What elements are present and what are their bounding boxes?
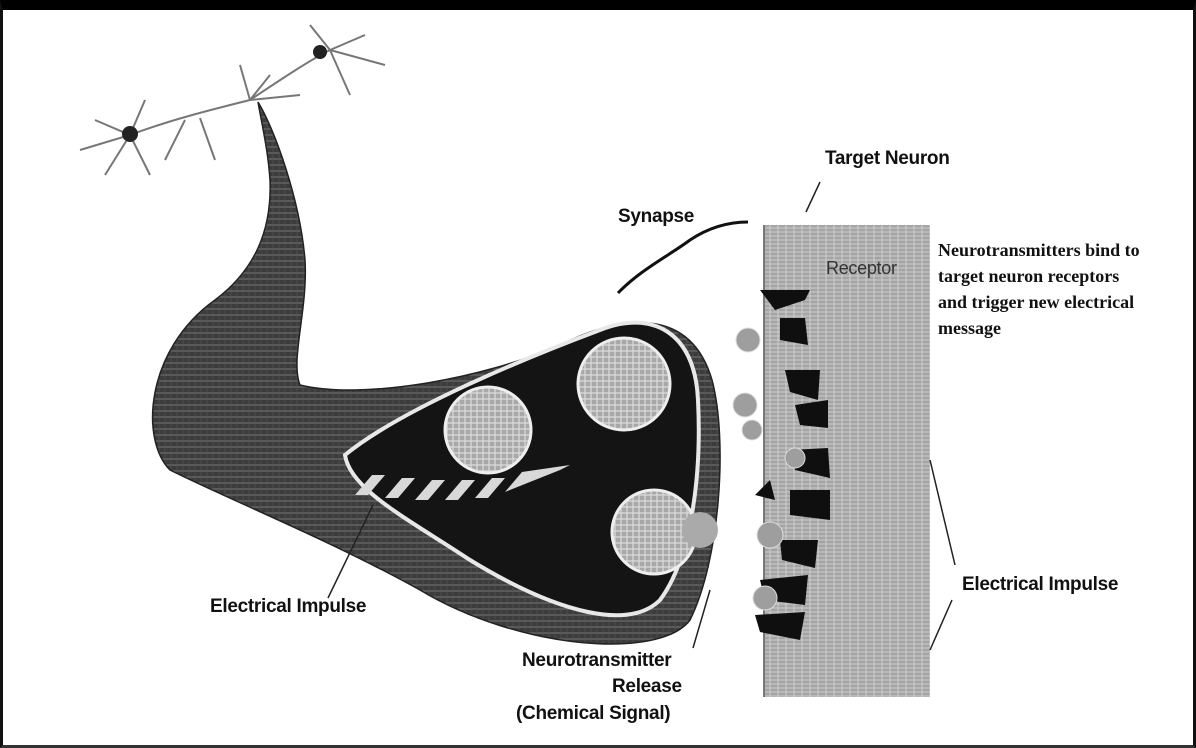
receptor-label: Receptor (826, 258, 897, 279)
dendrite-branches (80, 25, 385, 175)
binding-note-line-3: and trigger new electrical (938, 290, 1134, 314)
release-line-1: Neurotransmitter (522, 650, 671, 672)
electrical-impulse-left-label: Electrical Impulse (210, 596, 366, 618)
binding-note-line-2: target neuron receptors (938, 264, 1119, 288)
target-neuron-label: Target Neuron (825, 148, 950, 170)
neuron-body-2 (313, 45, 327, 59)
neuron-body-1 (122, 126, 138, 142)
electrical-impulse-right-label: Electrical Impulse (962, 574, 1118, 596)
binding-note-line-1: Neurotransmitters bind to (938, 238, 1140, 262)
synapse-brace (618, 222, 748, 293)
release-line-2: Release (612, 676, 682, 698)
synapse-label: Synapse (618, 206, 694, 228)
release-line-3: (Chemical Signal) (516, 703, 670, 725)
binding-note-line-4: message (938, 316, 1001, 340)
